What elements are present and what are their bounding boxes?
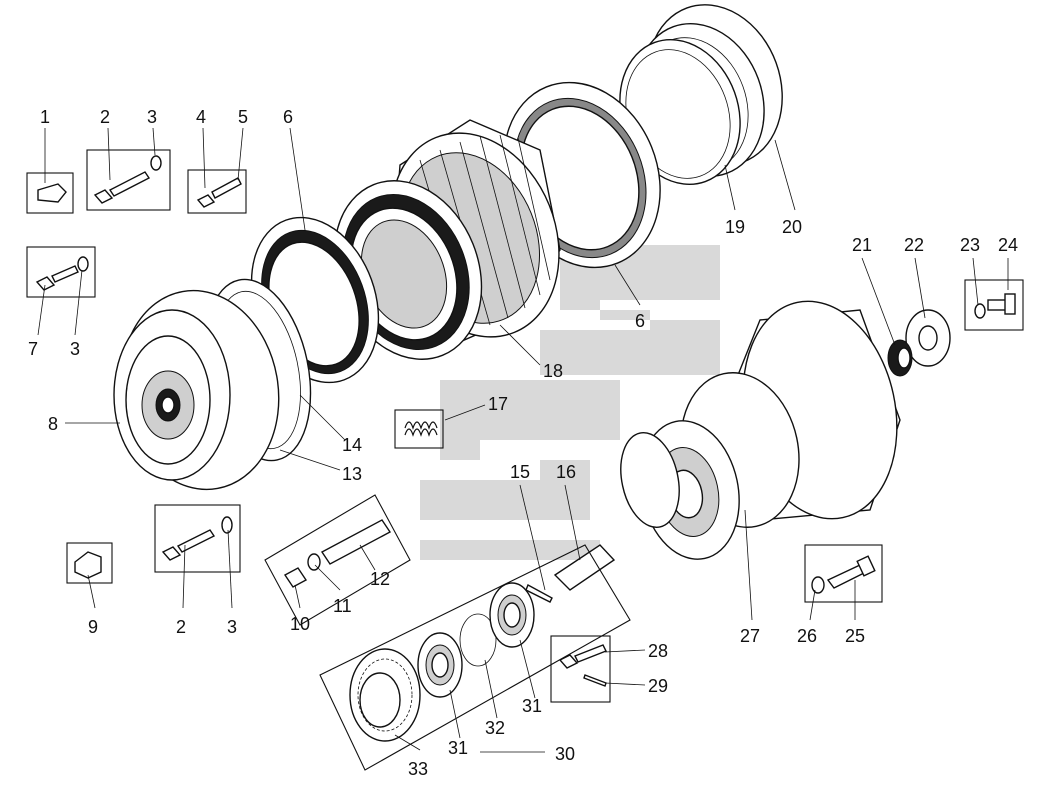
label-part-30: 30 (555, 744, 575, 764)
label-part-2b: 2 (176, 617, 186, 637)
label-part-31b: 31 (448, 738, 468, 758)
label-part-18: 18 (543, 361, 563, 381)
part-30-bearing-group (319, 544, 631, 771)
leader-lines (37, 127, 1009, 753)
label-part-23: 23 (960, 235, 980, 255)
label-part-25: 25 (845, 626, 865, 646)
label-part-3c: 3 (227, 617, 237, 637)
part-labels: 1 2 3 4 5 6 7 3 8 9 2 3 10 11 12 13 14 1… (28, 107, 1018, 779)
label-part-10: 10 (290, 614, 310, 634)
label-part-9: 9 (88, 617, 98, 637)
label-part-7: 7 (28, 339, 38, 359)
label-part-3: 3 (147, 107, 157, 127)
label-part-24: 24 (998, 235, 1018, 255)
label-part-26: 26 (797, 626, 817, 646)
label-part-19: 19 (725, 217, 745, 237)
label-part-4: 4 (196, 107, 206, 127)
label-part-6b: 6 (635, 311, 645, 331)
label-part-31: 31 (522, 696, 542, 716)
part-22-plate (905, 309, 951, 367)
part-27-main-housing (620, 300, 901, 560)
part-2-bolt-box-bottom (154, 504, 241, 573)
part-1-plug (26, 172, 74, 214)
part-8-housing-cover (113, 289, 280, 491)
label-part-16: 16 (556, 462, 576, 482)
label-part-5: 5 (238, 107, 248, 127)
label-part-8: 8 (48, 414, 58, 434)
part-7-bolt-box (26, 246, 96, 298)
part-12-shaft-box (264, 494, 411, 626)
part-5-bolt-box (187, 169, 247, 214)
label-part-15: 15 (510, 462, 530, 482)
watermark-logo (420, 245, 720, 560)
label-part-21: 21 (852, 235, 872, 255)
part-28-bolt-box (550, 635, 611, 703)
part-21-nut (887, 339, 913, 377)
label-part-17: 17 (488, 394, 508, 414)
label-part-14: 14 (342, 435, 362, 455)
label-part-2: 2 (100, 107, 110, 127)
label-part-11: 11 (333, 596, 352, 616)
label-part-3b: 3 (70, 339, 80, 359)
label-part-12: 12 (370, 569, 390, 589)
label-part-28: 28 (648, 641, 668, 661)
part-16-pin (525, 544, 616, 603)
label-part-13: 13 (342, 464, 362, 484)
part-24-bolt-box (964, 279, 1024, 331)
part-17-spring (394, 409, 444, 449)
label-part-29: 29 (648, 676, 668, 696)
part-25-bolt-box (804, 544, 883, 603)
label-part-32: 32 (485, 718, 505, 738)
label-part-1: 1 (40, 107, 50, 127)
label-part-20: 20 (782, 217, 802, 237)
label-part-27: 27 (740, 626, 760, 646)
label-part-33: 33 (408, 759, 428, 779)
part-2-bolt-box-top (86, 149, 171, 211)
part-9-plug-box (66, 542, 113, 584)
label-part-6: 6 (283, 107, 293, 127)
label-part-22: 22 (904, 235, 924, 255)
